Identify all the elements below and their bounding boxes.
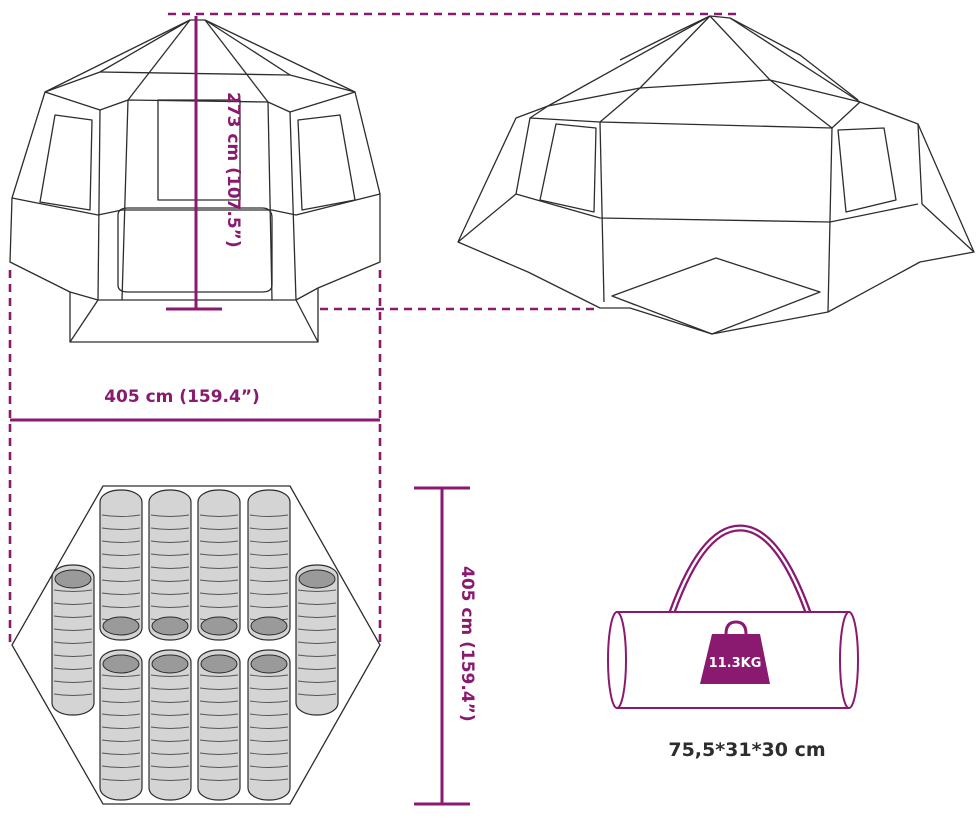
tent-side-view (457, 15, 975, 335)
sleeping-bag (197, 489, 241, 641)
sleeping-bag (295, 564, 339, 716)
floor-plan (11, 485, 381, 805)
sleeping-bag (148, 489, 192, 641)
bag-size-label: 75,5*31*30 cm (668, 739, 825, 761)
height-label: 273 cm (107.5”) (223, 92, 243, 248)
sleeping-bags (51, 489, 339, 801)
sleeping-bag (99, 489, 143, 641)
sleeping-bag (247, 649, 291, 801)
sleeping-bag (247, 489, 291, 641)
sleeping-bag (148, 649, 192, 801)
tent-front-view (9, 19, 381, 343)
carry-bag: 11.3KG (607, 524, 859, 709)
sleeping-bag (197, 649, 241, 801)
bag-handle (664, 524, 816, 628)
weight-icon: 11.3KG (700, 620, 770, 684)
sleeping-bag (51, 564, 95, 716)
depth-dimension-line (414, 486, 470, 806)
dimension-guides (8, 12, 742, 645)
height-dimension-line (166, 16, 222, 311)
weight-label: 11.3KG (709, 656, 762, 671)
sleeping-bag (99, 649, 143, 801)
depth-label: 405 cm (159.4”) (457, 566, 477, 722)
width-label: 405 cm (159.4”) (104, 387, 260, 407)
